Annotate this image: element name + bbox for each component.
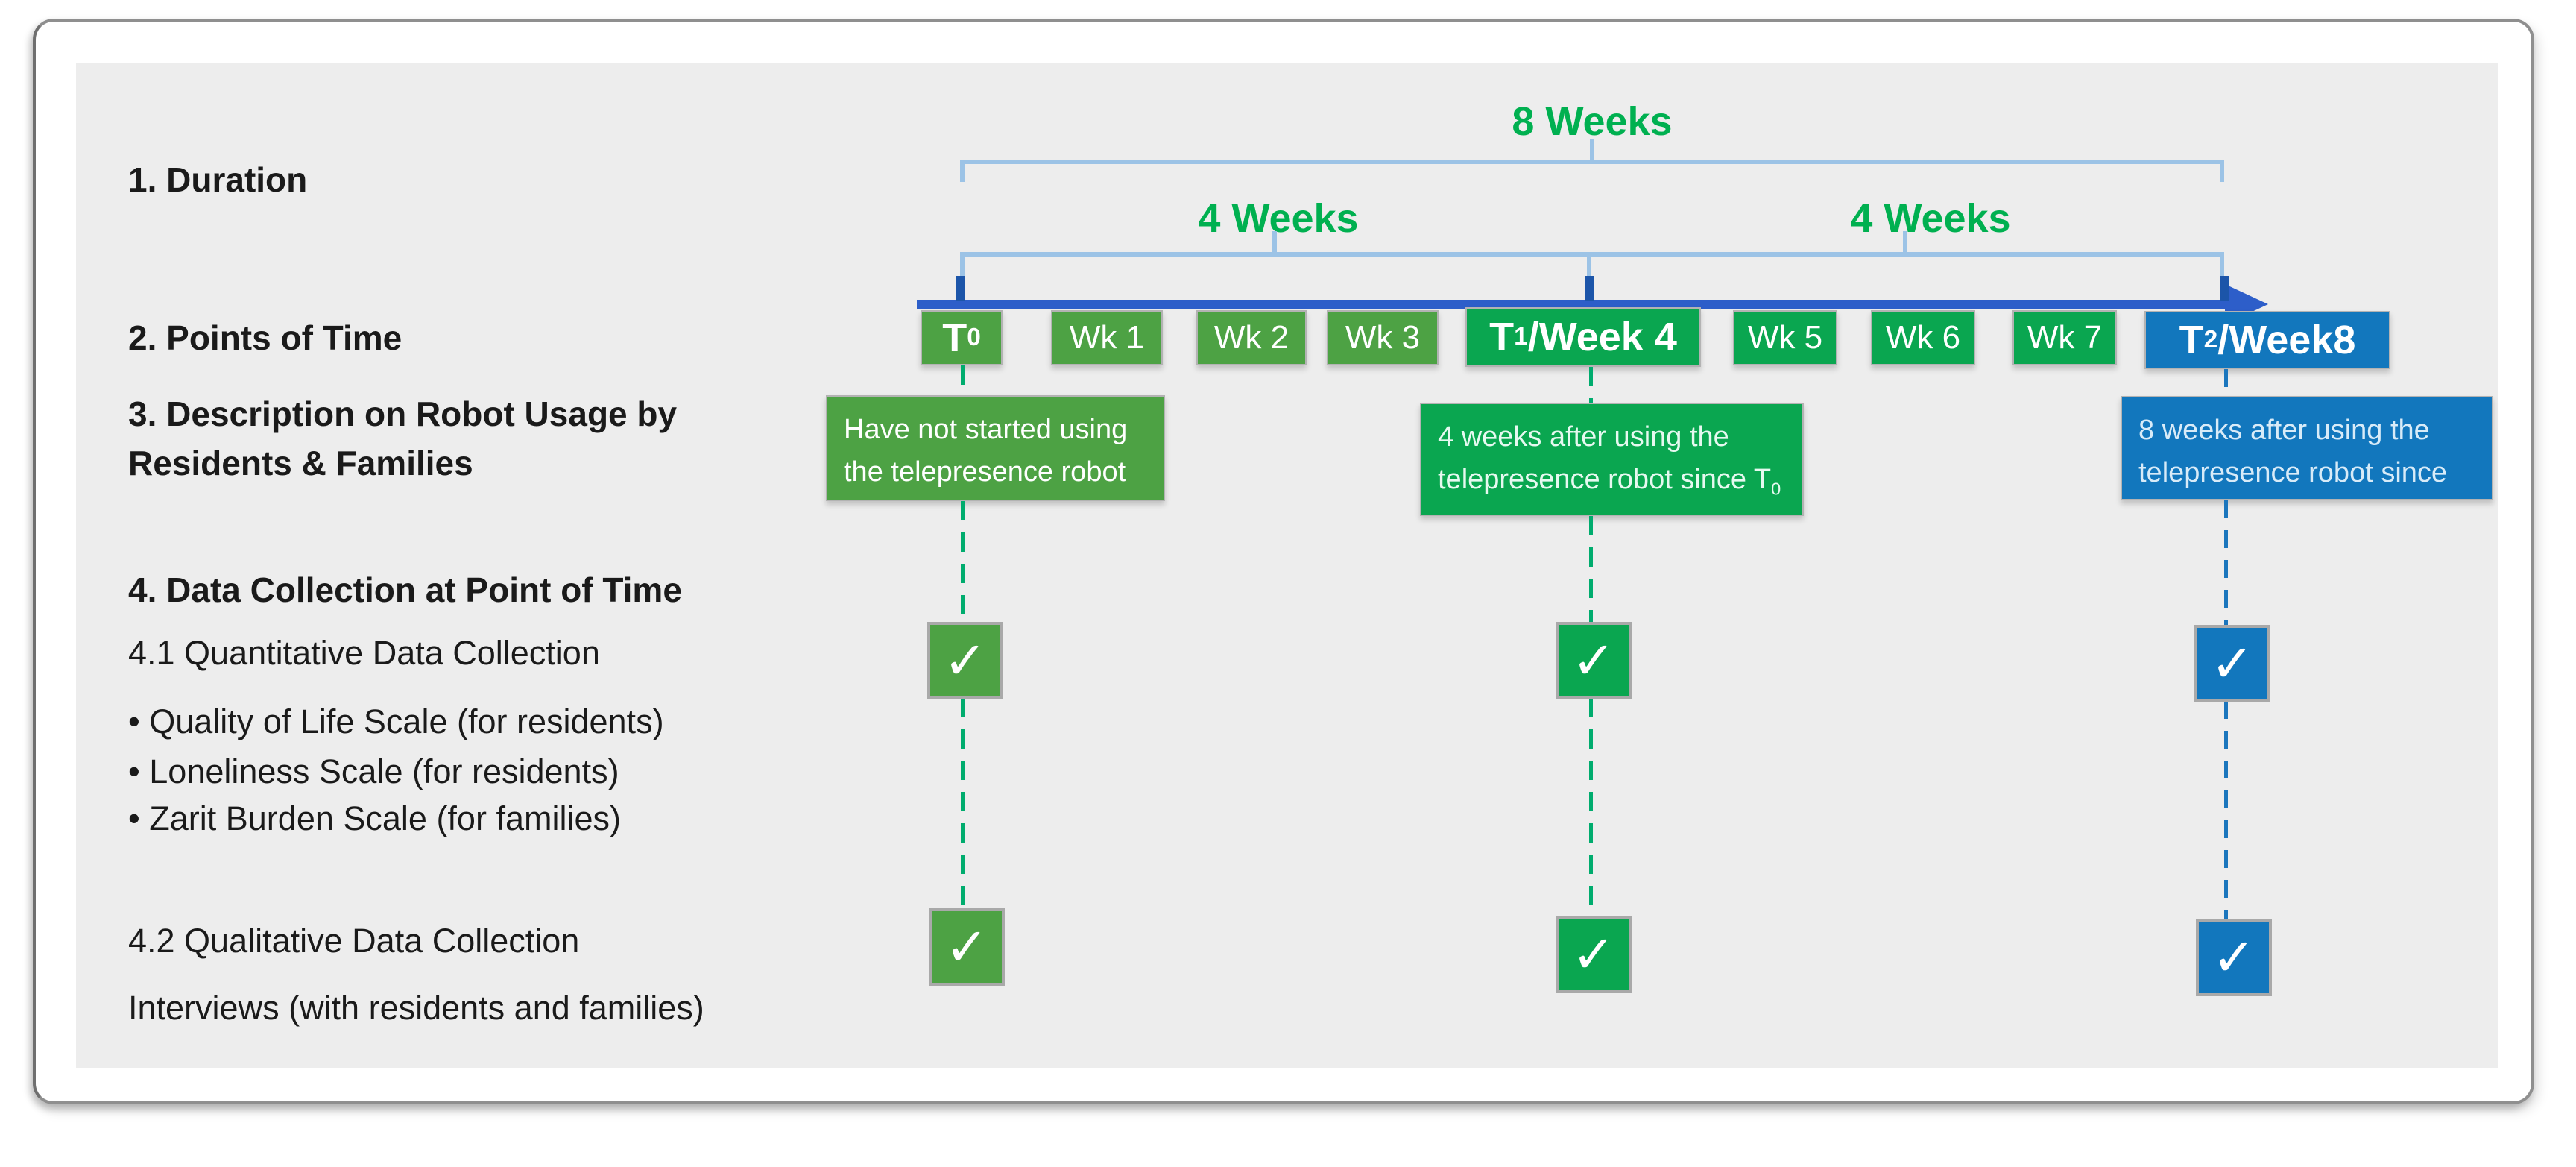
timeline-point-t0-label: T — [942, 315, 967, 360]
row-label-description-line1: 3. Description on Robot Usage by — [128, 394, 678, 433]
timeline-point-t0-sub: 0 — [967, 324, 981, 352]
timeline-tick-t1 — [1585, 276, 1594, 301]
timeline-point-wk7-label: Wk 7 — [2027, 319, 2103, 356]
checkbox-qualitative-t0: ✓ — [929, 908, 1005, 986]
check-icon: ✓ — [1571, 925, 1616, 984]
bracket-4weeks-2-right-hook — [2220, 252, 2224, 276]
timeline-point-wk6: Wk 6 — [1871, 310, 1975, 365]
bracket-4weeks-1-stem — [1272, 231, 1277, 252]
bracket-8weeks-left-hook — [960, 160, 965, 182]
description-box-t2: 8 weeks after using the telepresence rob… — [2121, 396, 2493, 500]
row-label-points-of-time: 2. Points of Time — [128, 318, 402, 357]
timeline-point-t1-sub: 1 — [1514, 323, 1528, 351]
check-icon: ✓ — [2212, 928, 2256, 987]
dashed-line-t1-seg2 — [1589, 516, 1593, 622]
timeline-point-wk2: Wk 2 — [1196, 310, 1307, 365]
description-box-t0-text: Have not started using the telepresence … — [844, 414, 1128, 488]
timeline-point-t1-rest: /Week 4 — [1527, 315, 1677, 359]
duration-second-half-label: 4 Weeks — [1850, 196, 2011, 241]
check-icon: ✓ — [2210, 635, 2255, 693]
bracket-8weeks-line — [960, 160, 2224, 164]
bullet-quality-of-life: • Quality of Life Scale (for residents) — [128, 702, 664, 740]
row-label-interviews: Interviews (with residents and families) — [128, 989, 704, 1027]
dashed-line-t2-seg2 — [2224, 500, 2228, 625]
row-label-quantitative: 4.1 Quantitative Data Collection — [128, 634, 600, 672]
row-label-description: 3. Description on Robot Usage by Residen… — [128, 389, 677, 488]
checkbox-qualitative-t1: ✓ — [1556, 916, 1632, 993]
timeline-point-wk5-label: Wk 5 — [1747, 319, 1823, 356]
timeline-point-t2-rest: /Week8 — [2217, 318, 2356, 362]
description-box-t2-text: 8 weeks after using the telepresence rob… — [2138, 415, 2448, 488]
bracket-4weeks-1-left-hook — [960, 252, 965, 276]
row-label-qualitative: 4.2 Qualitative Data Collection — [128, 922, 580, 960]
timeline-point-wk1-label: Wk 1 — [1069, 319, 1145, 356]
timeline-point-wk1: Wk 1 — [1051, 310, 1163, 365]
bracket-4weeks-1-line — [960, 252, 1589, 257]
check-icon: ✓ — [1571, 632, 1616, 690]
description-box-t0: Have not started using the telepresence … — [826, 395, 1165, 501]
timeline-point-wk6-label: Wk 6 — [1885, 319, 1961, 356]
bullet-loneliness: • Loneliness Scale (for residents) — [128, 752, 619, 790]
duration-total-label: 8 Weeks — [1512, 99, 1673, 144]
checkbox-qualitative-t2: ✓ — [2196, 919, 2272, 996]
checkbox-quantitative-t2: ✓ — [2194, 625, 2270, 702]
timeline-point-wk3-label: Wk 3 — [1345, 319, 1421, 356]
dashed-line-t1-seg3 — [1589, 698, 1593, 916]
dashed-line-t0-seg1 — [961, 365, 965, 395]
bracket-4weeks-junction-hook — [1587, 252, 1591, 276]
timeline-tick-t2 — [2220, 276, 2229, 301]
timeline-point-t2-sub: 2 — [2203, 326, 2218, 354]
timeline-point-wk3: Wk 3 — [1327, 310, 1439, 365]
row-label-duration: 1. Duration — [128, 160, 308, 199]
dashed-line-t0-seg2 — [961, 501, 965, 622]
row-label-description-line2: Residents & Families — [128, 444, 473, 482]
duration-first-half-label: 4 Weeks — [1198, 196, 1359, 241]
timeline-point-t1-label: T — [1489, 315, 1515, 359]
row-label-data-collection: 4. Data Collection at Point of Time — [128, 570, 682, 609]
bracket-4weeks-2-line — [1589, 252, 2224, 257]
timeline-tick-t0 — [956, 276, 965, 301]
description-box-t1-text: 4 weeks after using the telepresence rob… — [1438, 421, 1772, 495]
checkbox-quantitative-t1: ✓ — [1556, 622, 1632, 699]
timeline-point-wk5: Wk 5 — [1733, 310, 1837, 365]
figure-background-panel — [76, 63, 2498, 1068]
check-icon: ✓ — [943, 632, 988, 690]
timeline-axis — [917, 300, 2225, 309]
timeline-point-t2-label: T — [2179, 318, 2204, 362]
dashed-line-t2-seg1 — [2224, 369, 2228, 396]
description-box-t1-sub: 0 — [1771, 479, 1781, 499]
bracket-8weeks-stem — [1590, 139, 1594, 160]
bullet-zarit-burden: • Zarit Burden Scale (for families) — [128, 799, 621, 837]
timeline-point-wk2-label: Wk 2 — [1213, 319, 1289, 356]
bracket-8weeks-right-hook — [2220, 160, 2224, 182]
dashed-line-t1-seg1 — [1589, 367, 1593, 403]
dashed-line-t2-seg3 — [2224, 701, 2228, 919]
timeline-point-wk7: Wk 7 — [2012, 310, 2117, 365]
dashed-line-t0-seg3 — [961, 698, 965, 908]
description-box-t1: 4 weeks after using the telepresence rob… — [1420, 403, 1804, 516]
bracket-4weeks-2-stem — [1903, 231, 1907, 252]
check-icon: ✓ — [944, 918, 989, 976]
checkbox-quantitative-t0: ✓ — [927, 622, 1003, 699]
